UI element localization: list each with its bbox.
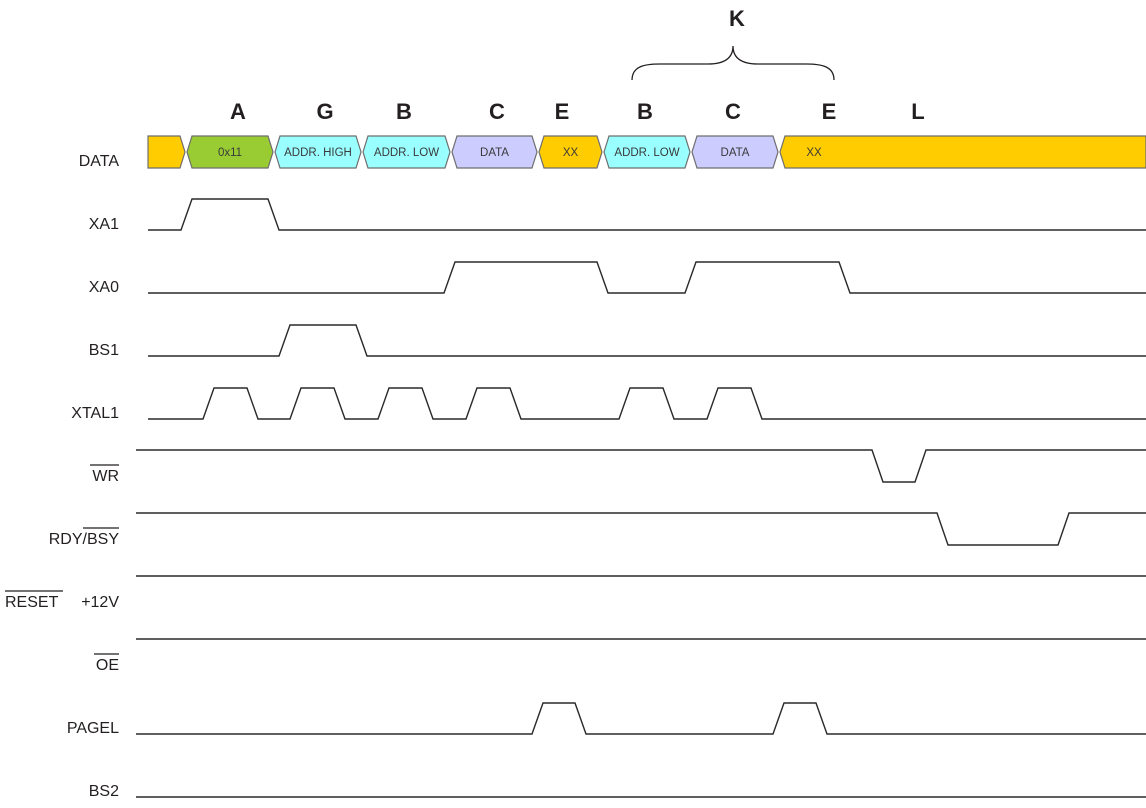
waveform-rdy-bsy [136,512,1146,546]
data-bus-segment-label: DATA [480,147,509,159]
signal-label-bs2: BS2 [89,783,119,800]
data-bus-segment [779,135,1146,169]
signal-label-oe: OE [94,653,119,674]
group-label-k: K [729,6,745,31]
phase-label: C [489,99,505,124]
phase-label: L [911,99,924,124]
signal-label-12v: +12V [81,594,119,611]
data-bus-segment-label: ADDR. LOW [374,147,439,159]
phase-label: E [822,99,837,124]
data-bus-segment [362,135,451,169]
signal-labels: DATA XA1 XA0 BS1 XTAL1 WR RDY/BSY RESET … [5,153,119,800]
signal-label-bs1: BS1 [89,342,119,359]
signal-label-xtal1: XTAL1 [71,405,119,422]
signal-label-bsy: BSY [87,531,119,548]
signal-label-data: DATA [79,153,120,170]
data-bus-segment [274,135,362,169]
data-bus-segment [147,135,186,169]
signal-label-wr: WR [90,464,119,485]
data-bus-segment [538,135,603,169]
data-bus-segment-label: XX [563,147,579,159]
signal-label-xa0: XA0 [89,279,119,296]
data-bus-segment-label: ADDR. LOW [614,147,679,159]
waveform-pagel [136,702,1146,735]
svg-text:RDY/BSY: RDY/BSY [49,531,120,548]
waveform-bs1 [148,324,1146,357]
waveform-xa1 [148,198,1146,231]
data-bus-segment-label: XX [806,147,822,159]
waveform-xtal1 [148,387,1146,420]
phase-labels: A G B C E B C E L [230,99,925,124]
phase-label: E [555,99,570,124]
signal-label-xa1: XA1 [89,216,119,233]
signal-label-rdy: RDY/ [49,531,88,548]
phase-label: B [396,99,412,124]
phase-label: B [637,99,653,124]
signal-label-wr-text: WR [92,468,119,485]
signal-label-pagel: PAGEL [67,720,119,737]
signal-label-oe-text: OE [96,657,119,674]
data-bus-segment-label: ADDR. HIGH [284,147,352,159]
data-bus-segment [603,135,691,169]
phase-label: C [725,99,741,124]
waveform-wr [136,449,1146,483]
signal-label-reset-12v: RESET +12V [5,590,119,611]
data-bus-segment [451,135,538,169]
waveforms [136,198,1146,798]
phase-label: G [316,99,333,124]
phase-label: A [230,99,246,124]
data-bus-segment [186,135,274,169]
group-brace [631,45,835,81]
signal-label-reset: RESET [5,594,59,611]
data-bus-segment [691,135,779,169]
phase-group-k: K [631,6,835,81]
data-bus: 0x11 ADDR. HIGH ADDR. LOW DATA XX ADDR. LOW DA… [147,135,1146,169]
signal-label-rdy-bsy: RDY/BSY [49,527,120,548]
waveform-xa0 [148,261,1146,294]
data-bus-segment-label: DATA [721,147,750,159]
data-bus-segment-label: 0x11 [218,147,242,159]
